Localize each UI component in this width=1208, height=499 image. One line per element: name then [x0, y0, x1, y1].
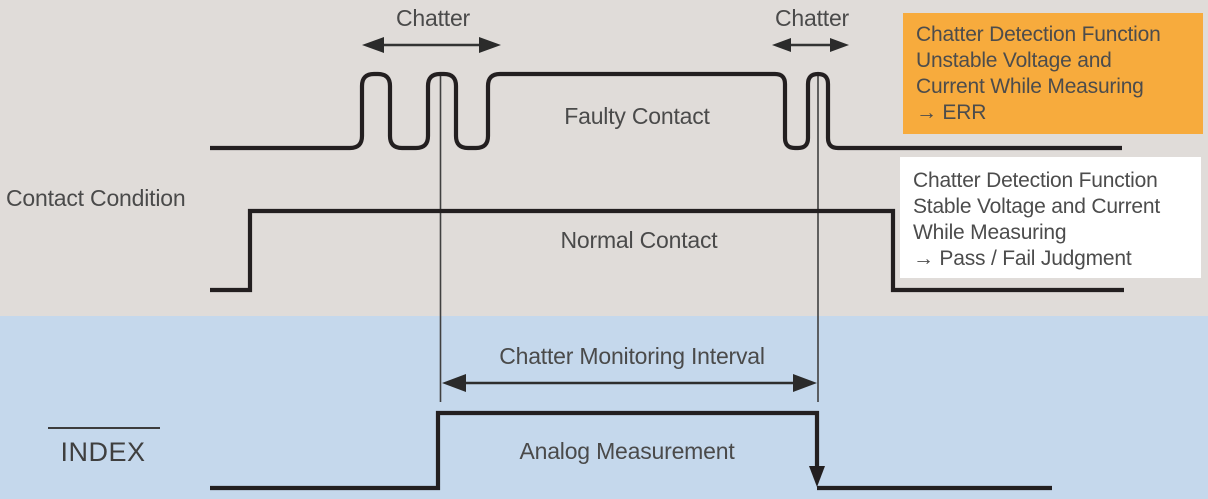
- analog-measurement-label: Analog Measurement: [519, 438, 735, 464]
- callout-line: → Pass / Fail Judgment: [913, 247, 1132, 270]
- chatter-span-arrow-right: [772, 38, 849, 52]
- measurement-section-bg: [0, 316, 1208, 499]
- callout-line: → ERR: [916, 101, 987, 124]
- pass-fail-callout: Chatter Detection Function Stable Voltag…: [900, 157, 1201, 278]
- faulty-contact-label: Faulty Contact: [564, 103, 710, 129]
- chatter-span-arrow-left: [362, 37, 501, 53]
- chatter-label-left: Chatter: [395, 5, 471, 31]
- callout-line: While Measuring: [913, 221, 1067, 244]
- faulty-contact-waveform: [210, 71, 1122, 151]
- chatter-monitoring-interval-label: Chatter Monitoring Interval: [499, 343, 765, 369]
- measurement-end-arrowhead: [809, 466, 825, 487]
- monitoring-interval-arrow: [442, 374, 817, 392]
- callout-line: Chatter Detection Function: [913, 169, 1158, 192]
- normal-contact-label: Normal Contact: [560, 227, 718, 253]
- callout-line: Stable Voltage and Current: [913, 195, 1160, 218]
- normal-contact-waveform: [210, 208, 1124, 293]
- callout-line: Current While Measuring: [916, 75, 1144, 98]
- callout-line: Chatter Detection Function: [916, 23, 1161, 46]
- analog-measurement-waveform: [210, 410, 820, 491]
- callout-line: Unstable Voltage and: [916, 49, 1112, 72]
- chatter-label-right: Chatter: [774, 5, 850, 31]
- contact-condition-label: Contact Condition: [6, 185, 186, 211]
- chatter-error-callout: Chatter Detection Function Unstable Volt…: [903, 13, 1203, 134]
- index-signal-label: INDEX: [60, 437, 146, 467]
